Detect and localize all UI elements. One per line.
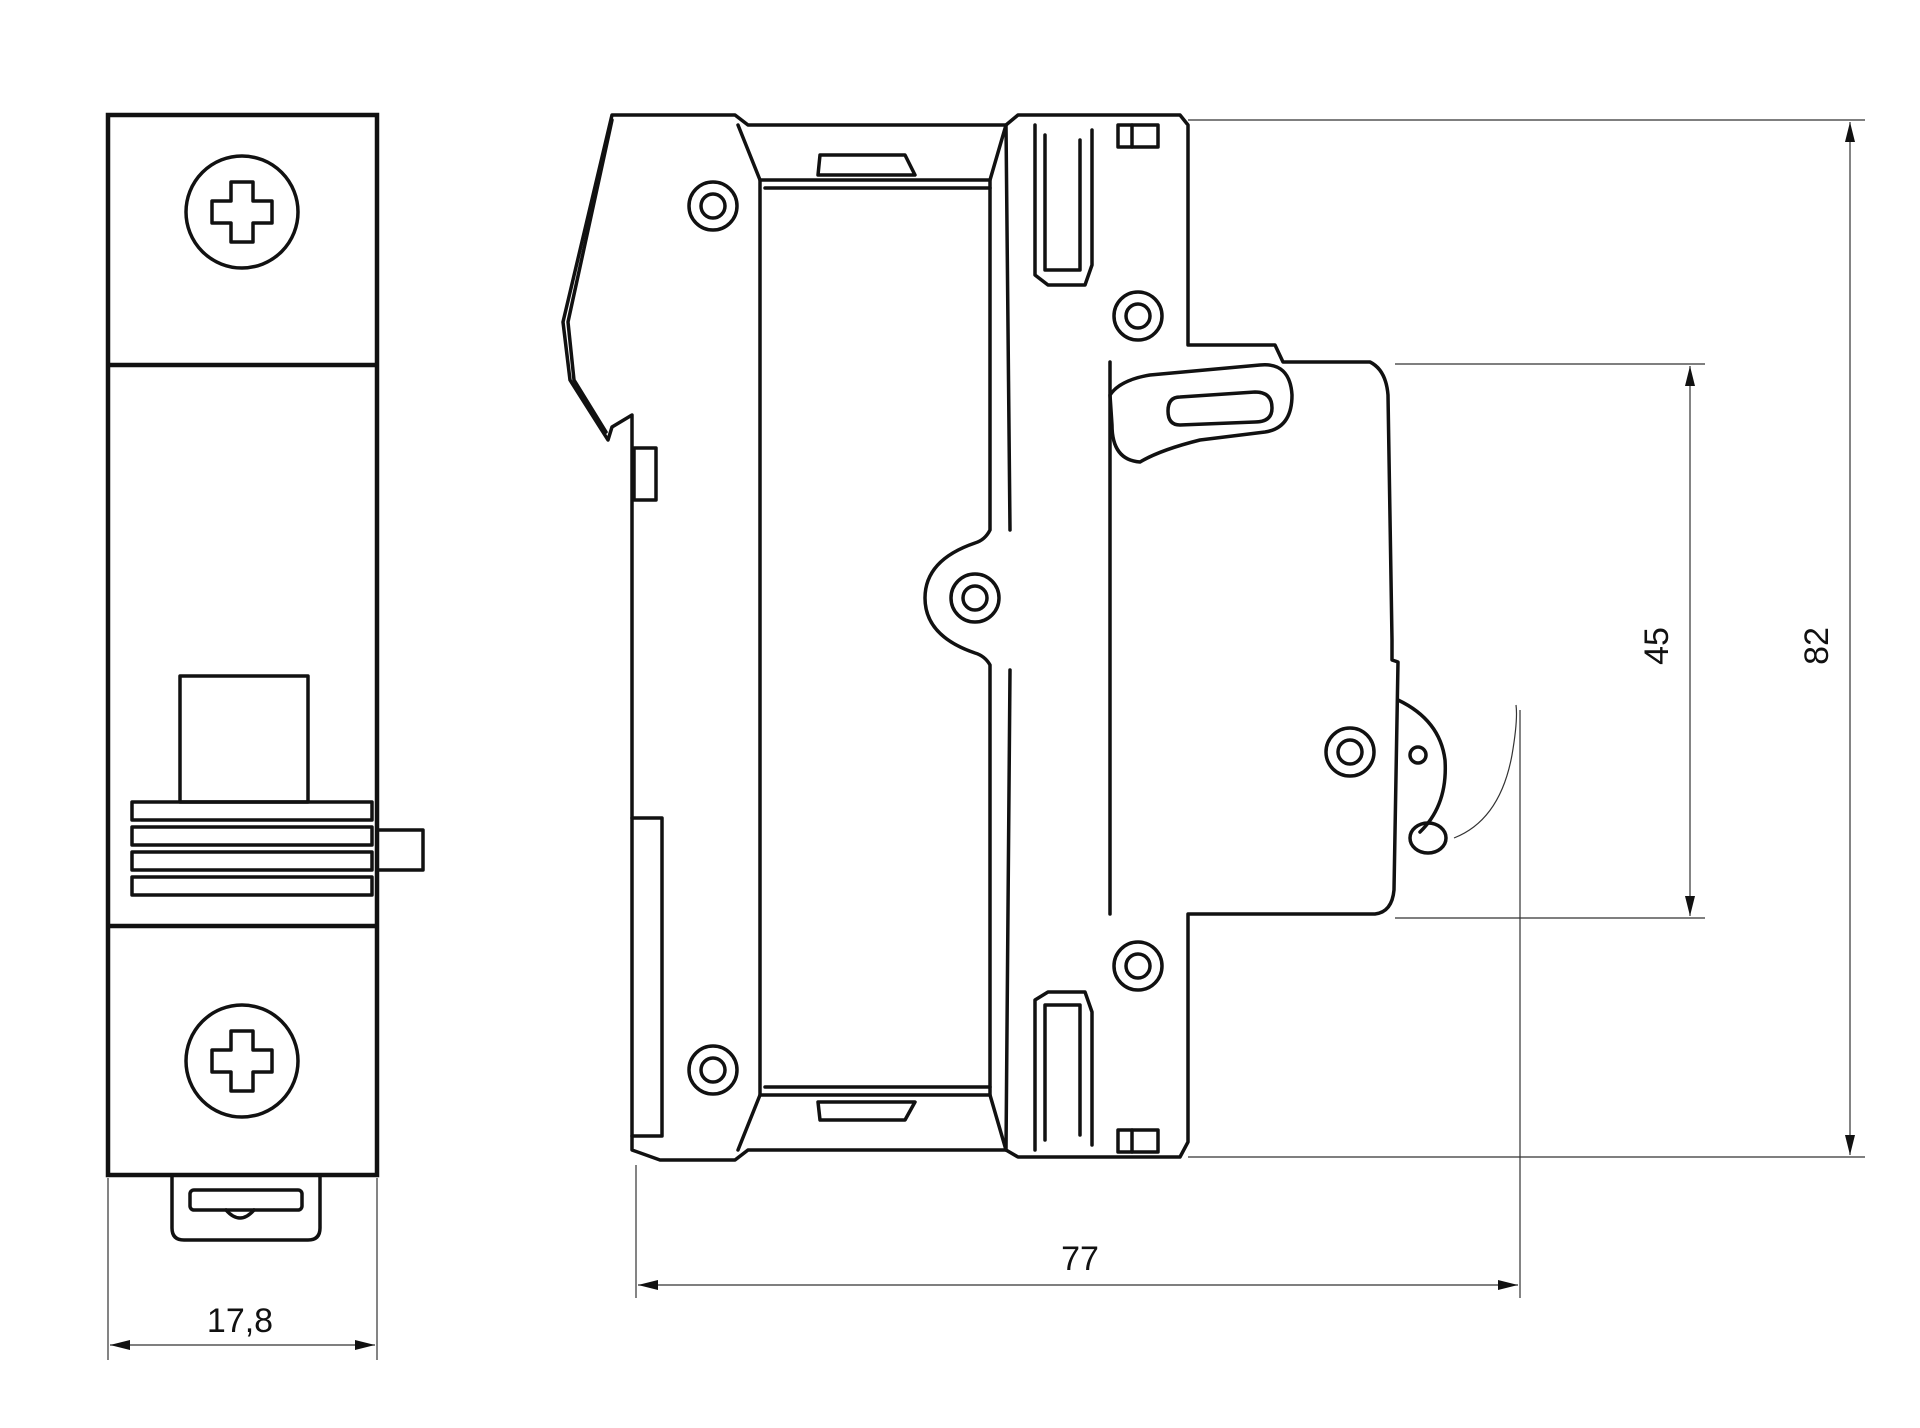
lower-hook — [1033, 990, 1094, 1152]
toggle-swing-path — [1453, 704, 1518, 839]
latch-slot — [1108, 363, 1294, 464]
toggle-pivot — [1408, 745, 1428, 765]
top-terminal-screw-icon — [184, 154, 300, 270]
rivet-icon — [687, 180, 739, 232]
dimension-total-height-label: 82 — [1798, 627, 1836, 665]
upper-hook — [1033, 123, 1094, 287]
front-view-outline — [105, 112, 380, 1178]
rivet-icon — [1112, 940, 1164, 992]
rivet-icon — [949, 572, 1001, 624]
din-channel-top — [758, 123, 1008, 182]
bottom-vent-slot — [1116, 1128, 1160, 1154]
side-view — [561, 113, 1518, 1162]
side-view-rear-edge — [566, 118, 614, 434]
din-channel — [736, 123, 762, 1152]
rivet-icon — [687, 1044, 739, 1096]
rear-hook — [632, 446, 658, 502]
toggle-lever — [130, 674, 425, 897]
upper-hook-inner — [1043, 133, 1082, 272]
lower-hook-inner — [1043, 1003, 1082, 1142]
center-wall-outer — [1004, 123, 1012, 1152]
dimension-width-label: 17,8 — [207, 1302, 273, 1340]
front-view — [105, 112, 425, 1242]
side-view-outline — [561, 113, 1400, 1162]
rivet-icon — [1324, 726, 1376, 778]
toggle-knob — [1408, 821, 1448, 855]
toggle-handle-arc — [1396, 698, 1448, 834]
bottom-terminal-screw-icon — [184, 1003, 300, 1119]
top-clip-slot — [816, 153, 917, 177]
dimension-width: 17,8 — [107, 1178, 378, 1360]
dimension-total-height: 82 — [1188, 119, 1865, 1158]
dimension-depth-label: 77 — [1061, 1240, 1099, 1278]
bottom-clip-slot — [816, 1100, 917, 1122]
latch-slot-inner — [1166, 390, 1274, 427]
top-vent-slot — [1116, 123, 1160, 149]
dimension-front-height-label: 45 — [1638, 627, 1676, 665]
center-wall — [923, 178, 992, 1097]
dimension-front-height: 45 — [1395, 363, 1705, 919]
rear-rail-lower — [630, 816, 664, 1138]
dimension-depth: 77 — [635, 710, 1521, 1298]
din-clip-tab — [170, 1173, 322, 1242]
rivet-icon — [1112, 290, 1164, 342]
